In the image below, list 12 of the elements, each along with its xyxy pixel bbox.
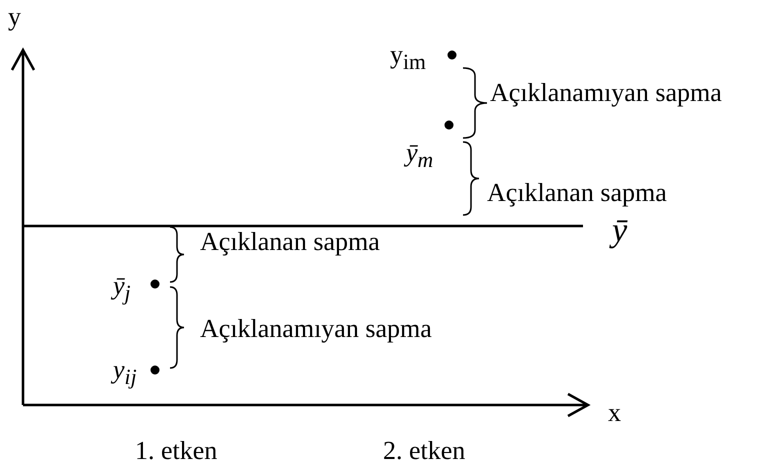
point-label: y$_{im}$	[390, 42, 426, 74]
deviation-label: Açıklanamıyan sapma	[490, 80, 722, 106]
deviation-label: Açıklanamıyan sapma	[200, 316, 432, 342]
axis-label: y	[8, 4, 21, 30]
deviation-label: Açıklanan sapma	[487, 180, 667, 206]
deviation-label: Açıklanan sapma	[200, 229, 380, 255]
factor-label: 1. etken	[135, 438, 218, 464]
factor-label: 2. etken	[383, 438, 466, 464]
point-label: ȳ$_{m}$	[406, 140, 434, 172]
axis-label: x	[608, 400, 621, 426]
point-label: y$_{ij}$	[113, 357, 137, 389]
point-label: ȳ$_{j}$	[113, 273, 131, 305]
